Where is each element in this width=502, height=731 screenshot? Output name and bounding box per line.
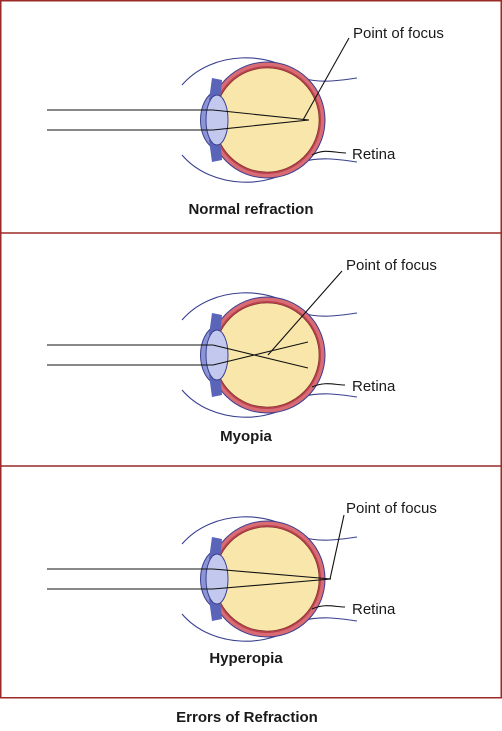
panel-myopia: Point of focus Retina Myopia xyxy=(47,257,437,445)
refracted-ray xyxy=(212,119,310,131)
refracted-ray xyxy=(212,109,310,121)
refracted-ray xyxy=(212,578,332,590)
refracted-ray xyxy=(212,344,309,369)
retina-pointer xyxy=(311,605,346,610)
eye-illustration xyxy=(181,57,358,183)
focus-pointer xyxy=(302,37,350,121)
panel-title: Normal refraction xyxy=(188,201,313,218)
panel-hyperopia: Point of focus Retina Hyperopia xyxy=(47,500,437,667)
eye-illustration xyxy=(181,292,358,418)
focus-label: Point of focus xyxy=(353,25,444,42)
panel-frame xyxy=(0,0,502,699)
retina-label: Retina xyxy=(352,146,396,163)
focus-label: Point of focus xyxy=(346,257,437,274)
panel-normal: Point of focus Retina Normal refraction xyxy=(47,25,444,218)
focus-label: Point of focus xyxy=(346,500,437,517)
refracted-ray xyxy=(212,568,332,580)
retina-pointer xyxy=(311,150,347,156)
retina-label: Retina xyxy=(352,378,396,395)
panel-title: Hyperopia xyxy=(209,650,283,667)
figure-caption: Errors of Refraction xyxy=(176,709,318,726)
focus-pointer xyxy=(267,270,343,356)
refracted-ray xyxy=(212,341,309,366)
panel-title: Myopia xyxy=(220,428,272,445)
focus-pointer xyxy=(329,514,345,580)
retina-label: Retina xyxy=(352,601,396,618)
retina-pointer xyxy=(311,383,346,388)
